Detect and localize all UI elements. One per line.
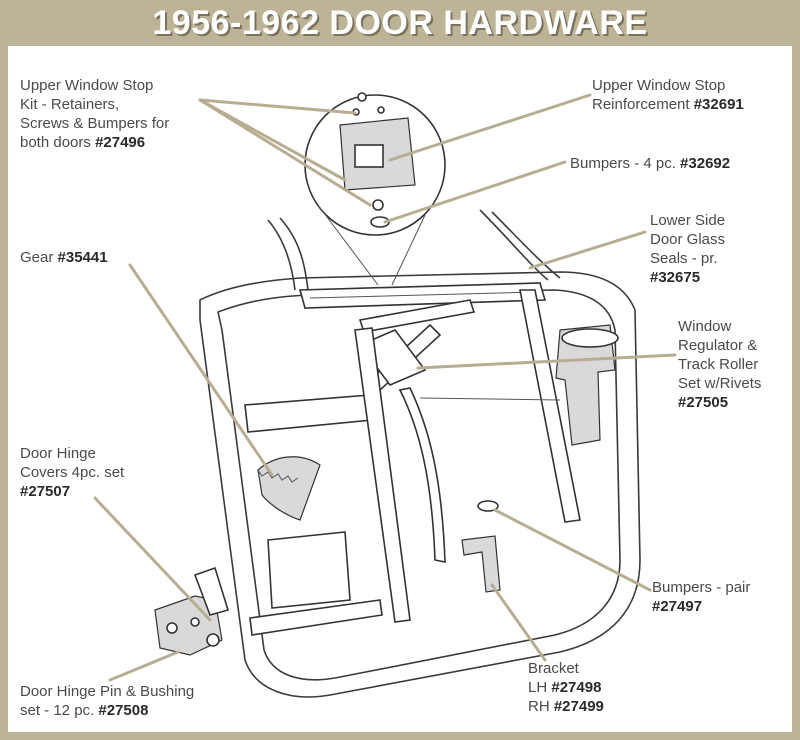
- window-frame-right-b: [491, 211, 561, 279]
- label-text: Gear: [20, 249, 54, 266]
- detail-screw-1: [357, 92, 367, 102]
- leader-gear: [128, 263, 274, 477]
- callout-hinge-covers: Door Hinge Covers 4pc. set #27507: [20, 444, 124, 501]
- leader-stop-kit-1: [198, 98, 357, 115]
- label-line: Set w/Rivets: [678, 375, 762, 392]
- hinge-bolt-1: [166, 622, 178, 634]
- bumper-part: [477, 500, 499, 512]
- leader-hinge-pin: [108, 650, 180, 682]
- brace-lower: [249, 599, 383, 636]
- top-rail-inner: [309, 291, 537, 299]
- lower-box: [267, 531, 351, 609]
- label-text: RH: [528, 698, 550, 715]
- label-text: LH: [528, 679, 548, 696]
- hinge-bolt-3: [206, 633, 220, 647]
- part-number: #27499: [553, 698, 604, 715]
- regulator-arm-3: [358, 329, 427, 386]
- label-line: Reinforcement #32691: [592, 95, 744, 114]
- callout-lower-seals: Lower Side Door Glass Seals - pr. #32675: [650, 211, 725, 287]
- magnifier-cone-left: [317, 204, 379, 286]
- label-text: both doors: [20, 134, 91, 151]
- callout-bumpers-4pc: Bumpers - 4 pc. #32692: [570, 154, 730, 173]
- brace-vertical: [354, 327, 411, 623]
- leader-hinge-covers: [93, 496, 212, 622]
- rear-track: [519, 289, 581, 523]
- label-line: Covers 4pc. set: [20, 464, 125, 481]
- label-line: LH #27498: [528, 678, 604, 697]
- leader-regulator: [416, 353, 677, 370]
- part-number: #32691: [693, 96, 744, 113]
- part-number: #27507: [20, 483, 71, 500]
- label-line: RH #27499: [528, 697, 604, 716]
- callout-upper-stop-reinforcement: Upper Window Stop Reinforcement #32691: [592, 76, 744, 114]
- leader-bumpers-4pc: [383, 160, 567, 224]
- label-text: set - 12 pc.: [20, 702, 95, 719]
- window-frame-right: [479, 209, 549, 281]
- label-line: Window: [678, 318, 732, 335]
- magnifier-cone-right: [391, 214, 426, 286]
- part-number: #27508: [98, 702, 149, 719]
- part-number: #32692: [680, 155, 731, 172]
- part-number: #35441: [57, 249, 108, 266]
- label-line: Upper Window Stop: [592, 77, 726, 94]
- regulator-arm-1: [358, 299, 476, 333]
- label-text: Reinforcement: [592, 96, 690, 113]
- label-line: Seals - pr.: [650, 250, 718, 267]
- detail-screw-3: [377, 106, 385, 114]
- label-line: both doors #27496: [20, 133, 169, 152]
- label-line: Upper Window Stop: [20, 77, 154, 94]
- label-line: set - 12 pc. #27508: [20, 701, 194, 720]
- leader-reinforcement: [388, 93, 592, 162]
- part-number: #27505: [678, 394, 729, 411]
- bracket-part: [461, 535, 501, 593]
- callout-hinge-pin: Door Hinge Pin & Bushing set - 12 pc. #2…: [20, 682, 194, 720]
- label-text: Bumpers - 4 pc.: [570, 155, 676, 172]
- callout-upper-stop-kit: Upper Window Stop Kit - Retainers, Screw…: [20, 76, 169, 152]
- hinge-upper: [193, 566, 230, 616]
- part-number: #27498: [551, 679, 602, 696]
- front-track: [398, 387, 446, 563]
- label-line: Bumpers - pair: [652, 579, 751, 596]
- label-line: Screws & Bumpers for: [20, 115, 170, 132]
- label-line: Door Hinge: [20, 445, 96, 462]
- latch-handle: [561, 328, 619, 348]
- label-line: Lower Side: [650, 212, 726, 229]
- brace-horizontal: [244, 394, 373, 433]
- part-number: #32675: [650, 269, 701, 286]
- label-line: Kit - Retainers,: [20, 96, 120, 113]
- leader-lower-seals: [528, 230, 647, 270]
- label-line: Track Roller: [678, 356, 759, 373]
- door-inner-edge: [217, 289, 621, 681]
- detail-bumper-1: [372, 199, 384, 211]
- part-number: #27496: [95, 134, 146, 151]
- label-line: Bracket: [528, 660, 579, 677]
- callout-bumpers-pair: Bumpers - pair #27497: [652, 578, 750, 616]
- callout-gear: Gear #35441: [20, 248, 108, 267]
- gear-sector: [257, 456, 321, 521]
- page-title: 1956-1962 DOOR HARDWARE: [152, 4, 648, 42]
- detail-stop-plate: [354, 144, 384, 168]
- cable-line: [419, 397, 561, 401]
- window-frame-left: [267, 219, 296, 291]
- door-outer-panel: [199, 271, 641, 698]
- leader-stop-kit-3: [198, 98, 372, 207]
- label-line: Door Hinge Pin & Bushing: [20, 683, 195, 700]
- door-hinge: [154, 595, 223, 656]
- title-banner: 1956-1962 DOOR HARDWARE: [0, 0, 800, 46]
- label-line: Regulator &: [678, 337, 758, 354]
- window-frame-left-b: [279, 217, 309, 291]
- gear-teeth: [257, 469, 299, 483]
- leader-bumpers-pair: [493, 508, 652, 592]
- callout-bracket: Bracket LH #27498 RH #27499: [528, 659, 604, 716]
- leader-bracket: [490, 583, 547, 662]
- label-line: Door Glass: [650, 231, 726, 248]
- callout-regulator: Window Regulator & Track Roller Set w/Ri…: [678, 317, 761, 412]
- part-number: #27497: [652, 598, 703, 615]
- hinge-bolt-2: [190, 617, 200, 627]
